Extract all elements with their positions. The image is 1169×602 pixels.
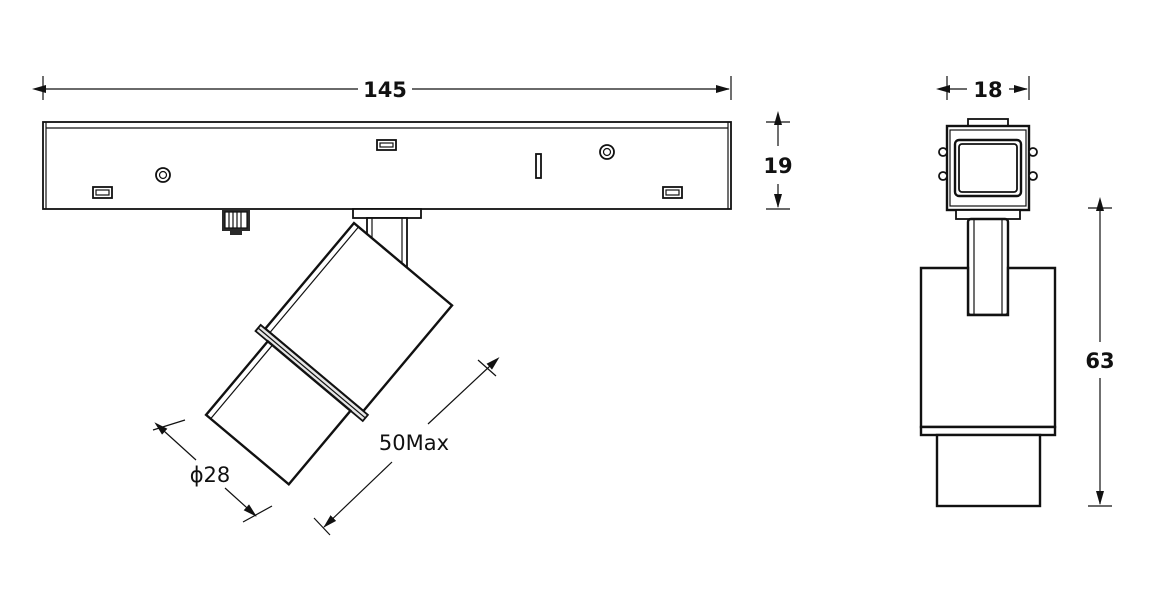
track-adapter-body [42,121,732,210]
adjustment-knob [222,209,250,235]
width-label: 18 [973,78,1002,102]
slit [535,153,542,179]
head-length-dimension: 50Max [313,357,500,536]
side-lamp-body [919,266,1057,508]
adapter-profile [938,118,1038,220]
length-dimension: 145 [32,76,732,102]
diameter-dimension: ϕ28 [152,419,273,523]
front-view: 145 [32,76,793,536]
length-label: 145 [363,78,407,102]
total-height-label: 63 [1085,349,1114,373]
head-length-label: 50Max [379,431,449,455]
width-dimension: 18 [936,76,1030,102]
height-label: 19 [763,154,792,178]
total-height-dimension: 63 [1085,197,1115,507]
spotlight-head [204,221,454,486]
height-dimension: 19 [763,111,793,210]
side-view: 18 [919,76,1115,508]
side-stem [966,217,1010,317]
diameter-label: ϕ28 [190,463,231,487]
